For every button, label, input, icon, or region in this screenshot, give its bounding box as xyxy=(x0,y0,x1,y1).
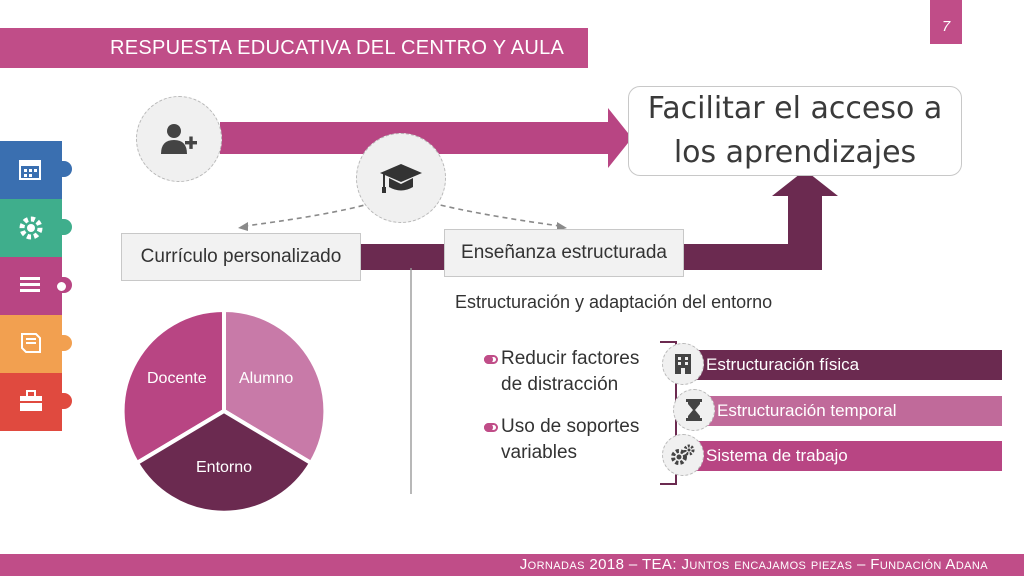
pie-label-alumno: Alumno xyxy=(239,370,294,387)
sidebar-piece-calendar xyxy=(0,141,72,199)
bullet-item-2: Uso de soportes variables xyxy=(484,414,651,466)
graduation-cap-icon xyxy=(356,133,446,223)
bar-estructuracion-fisica: Estructuración física xyxy=(690,350,1002,380)
box-ensenanza-text: Enseñanza estructurada xyxy=(461,242,667,263)
briefcase-icon xyxy=(18,389,44,418)
hourglass-icon xyxy=(673,389,715,431)
bullet-marker-icon xyxy=(484,423,498,432)
dashed-arrowhead-left xyxy=(238,222,248,231)
bullet-marker-icon xyxy=(484,355,498,364)
bar-label-fisica: Estructuración física xyxy=(706,355,860,374)
pie-label-entorno: Entorno xyxy=(196,459,253,476)
pie-label-docente: Docente xyxy=(147,370,207,387)
goal-box: Facilitar el acceso a los aprendizajes xyxy=(628,86,962,176)
sidebar-piece-briefcase xyxy=(0,373,72,431)
bar-label-sistema: Sistema de trabajo xyxy=(706,446,848,465)
dashed-curve-left xyxy=(244,202,373,227)
sidebar-piece-gear xyxy=(0,199,72,257)
gear-icon xyxy=(18,215,44,246)
section-subtitle: Estructuración y adaptación del entorno xyxy=(455,292,773,312)
sidebar-small-circle-icon xyxy=(56,281,67,292)
page-number: 7 xyxy=(930,0,962,44)
footer-text: Jornadas 2018 – TEA: Juntos encajamos pi… xyxy=(519,556,988,573)
building-icon xyxy=(662,343,704,385)
sidebar-piece-list xyxy=(0,257,72,315)
user-add-icon xyxy=(136,96,222,182)
box-curriculo-text: Currículo personalizado xyxy=(140,246,342,267)
dashed-curve-right xyxy=(431,202,561,227)
box-ensenanza: Enseñanza estructurada xyxy=(444,229,684,277)
gears-icon xyxy=(662,434,704,476)
bullet-text-1: Reducir factores de distracción xyxy=(501,348,640,395)
bar-label-temporal: Estructuración temporal xyxy=(717,401,897,420)
dashed-arrowhead-right xyxy=(557,222,567,231)
pie-segment-entorno xyxy=(134,408,314,515)
bar-estructuracion-temporal: Estructuración temporal xyxy=(700,396,1002,426)
top-arrow xyxy=(220,108,632,168)
bar-sistema-trabajo: Sistema de trabajo xyxy=(690,441,1002,471)
pie-diagram xyxy=(120,307,328,515)
box-curriculo: Currículo personalizado xyxy=(121,233,361,281)
book-icon xyxy=(18,331,42,360)
calendar-icon xyxy=(18,157,42,186)
footer-bar: Jornadas 2018 – TEA: Juntos encajamos pi… xyxy=(0,554,1024,576)
bullet-item-1: Reducir factores de distracción xyxy=(484,346,651,398)
list-icon xyxy=(18,273,42,300)
page-title: RESPUESTA EDUCATIVA DEL CENTRO Y AULA xyxy=(110,37,565,59)
bullet-text-2: Uso de soportes variables xyxy=(501,416,640,463)
title-bar: RESPUESTA EDUCATIVA DEL CENTRO Y AULA xyxy=(0,28,588,68)
goal-text: Facilitar el acceso a los aprendizajes xyxy=(647,91,943,170)
sidebar-piece-book xyxy=(0,315,72,373)
